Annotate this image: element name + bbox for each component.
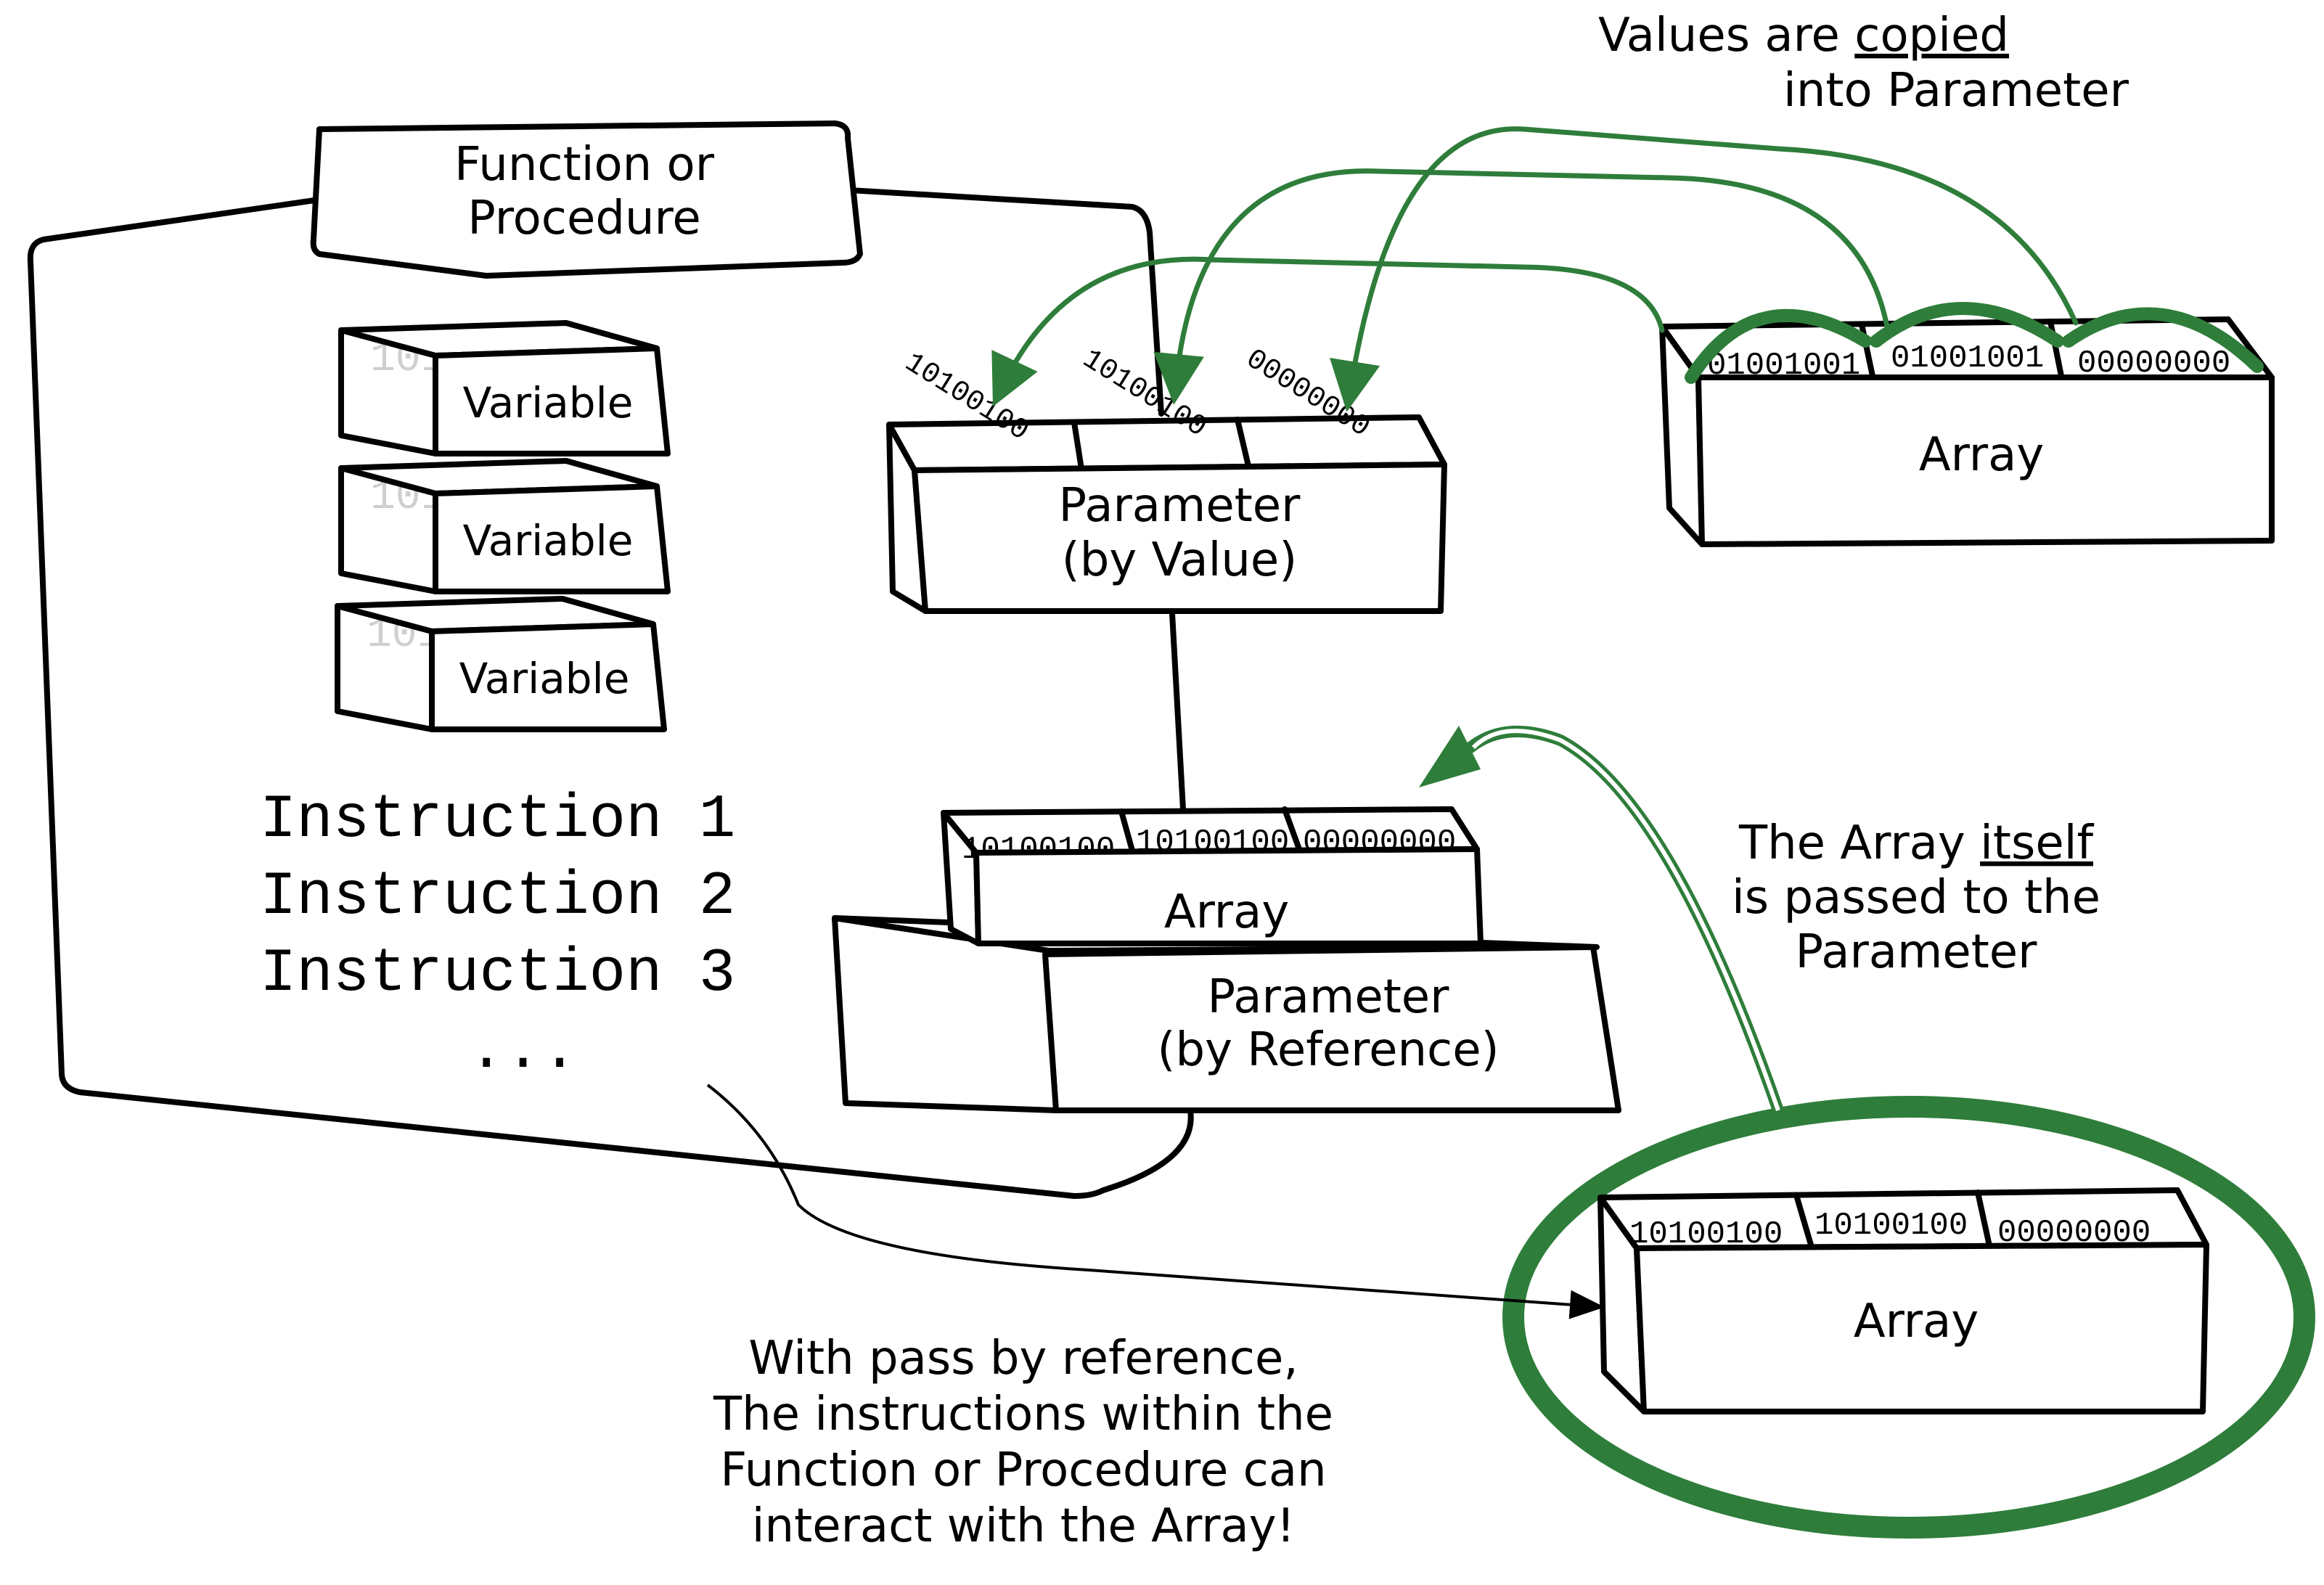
note-passed-line2: is passed to the xyxy=(1732,871,2100,925)
variable-label: Variable xyxy=(459,654,630,703)
note-copied-emph: copied xyxy=(1854,9,2009,62)
function-label-line1: Function or xyxy=(454,138,715,192)
variable-box: 10100101 Variable xyxy=(335,596,667,732)
instruction-ellipsis: ... xyxy=(468,1017,578,1086)
note-passed-prefix: The Array xyxy=(1738,816,1980,870)
param-reference-line2: (by Reference) xyxy=(1157,1023,1499,1077)
function-body-outline xyxy=(27,187,1194,1199)
note-reference-line: interact with the Array! xyxy=(752,1499,1296,1553)
note-passed-line3: Parameter xyxy=(1796,925,2038,979)
variable-label: Variable xyxy=(463,378,634,427)
copy-arrow xyxy=(1153,168,1890,405)
note-reference-line: With pass by reference, xyxy=(748,1332,1298,1385)
note-reference-line: The instructions within the xyxy=(713,1388,1333,1441)
variable-label: Variable xyxy=(463,516,634,565)
note-copied-prefix: Values are xyxy=(1598,9,1854,62)
parameter-connector xyxy=(1169,610,1186,812)
parameter-by-reference: 10100100 10100100 00000000 Array Paramet… xyxy=(832,806,1621,1113)
note-passed-emph: itself xyxy=(1980,816,2094,870)
top-array-cell-bits: 01001001 xyxy=(1891,340,2044,377)
function-label-line2: Procedure xyxy=(467,192,701,245)
param-value-line1: Parameter xyxy=(1059,479,1301,533)
bottom-array: 10100100 10100100 00000000 Array xyxy=(1502,1096,2315,1539)
param-reference-line1: Parameter xyxy=(1208,970,1450,1024)
instruction-line: Instruction 2 xyxy=(260,863,735,932)
top-array-label: Array xyxy=(1919,428,2044,482)
param-reference-array-label: Array xyxy=(1164,885,1289,939)
pass-reference-arrow-head xyxy=(1419,726,1481,787)
instruction-line: Instruction 3 xyxy=(260,940,735,1009)
note-pass-by-reference: With pass by reference, The instructions… xyxy=(713,1332,1333,1553)
svg-text:Values are copied: Values are copied xyxy=(1598,9,2009,62)
bottom-array-cell-bits: 10100100 xyxy=(1814,1208,1968,1244)
note-copied-line2: into Parameter xyxy=(1783,64,2129,118)
variable-box: 10100101 Variable xyxy=(338,458,671,594)
instruction-line: Instruction 1 xyxy=(260,786,735,855)
top-array: 01001001 01001001 00000000 Array xyxy=(1659,302,2275,547)
note-array-passed: The Array itself is passed to the Parame… xyxy=(1732,816,2100,979)
variable-stack: 10100101 Variable 10100101 Variable 1010… xyxy=(335,320,671,732)
variable-box: 10100101 Variable xyxy=(338,320,671,456)
pass-reference-arrow-inner xyxy=(1471,729,1780,1111)
instruction-list: Instruction 1 Instruction 2 Instruction … xyxy=(260,786,735,1086)
bottom-array-highlight xyxy=(1502,1096,2315,1539)
copy-arrow xyxy=(991,256,1665,407)
copy-arrow xyxy=(1330,126,2079,412)
function-label-box: Function or Procedure xyxy=(310,120,863,279)
interact-arrow xyxy=(706,1084,1605,1319)
parameter-by-value: 10100100 10100100 00000000 Parameter (by… xyxy=(886,343,1447,614)
note-reference-line: Function or Procedure can xyxy=(720,1443,1326,1497)
bottom-array-label: Array xyxy=(1854,1295,1979,1348)
param-value-line2: (by Value) xyxy=(1062,533,1298,587)
svg-text:The Array itself: The Array itself xyxy=(1738,816,2094,870)
note-values-copied: Values are copied into Parameter xyxy=(1598,9,2129,118)
